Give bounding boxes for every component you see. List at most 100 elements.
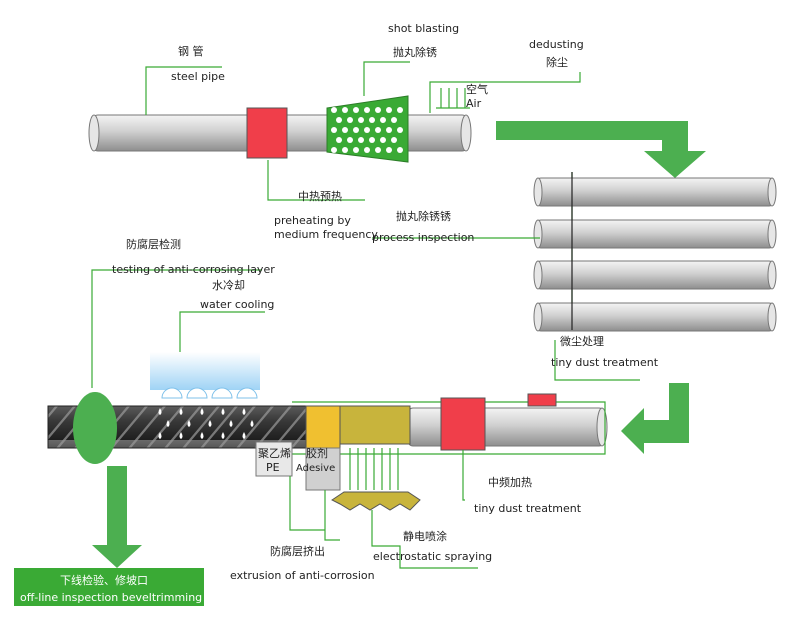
blast-dot (336, 137, 342, 143)
blast-dot (391, 137, 397, 143)
blast-dot (369, 117, 375, 123)
blast-dot (353, 127, 359, 133)
mid-frequency-heater (440, 397, 486, 451)
water-drop (158, 432, 162, 439)
shot-blasting-label-cn: 抛丸除锈 (393, 46, 437, 59)
offline-label-en: off-line inspection beveltrimming (20, 591, 203, 604)
inspection-ring (73, 392, 117, 464)
water-drop (158, 408, 162, 415)
blast-dot (391, 117, 397, 123)
blast-dot (386, 147, 392, 153)
blast-dot (353, 147, 359, 153)
stacked-pipe (533, 260, 777, 290)
blast-dot (331, 107, 337, 113)
anticorrosion-test-label-en: testing of anti-corrosing layer (112, 263, 275, 276)
air-arrows (436, 88, 470, 109)
blast-dot (397, 127, 403, 133)
water-drop (179, 432, 183, 439)
steel-pipe-label-cn: 钢 管 (178, 45, 204, 58)
process-inspection-label-en: process inspection (372, 231, 475, 244)
blast-dot (369, 137, 375, 143)
water-drop (200, 432, 204, 439)
pe-label-en: PE (266, 461, 280, 474)
adhesive-box (305, 447, 341, 491)
blast-dot (386, 127, 392, 133)
blast-dot (375, 147, 381, 153)
mid-frequency-label-cn: 中频加热 (488, 476, 532, 489)
blast-dot (347, 117, 353, 123)
blast-dot (342, 147, 348, 153)
adhesive-label-cn: 胶剂 (306, 447, 328, 460)
pe-box (255, 441, 293, 477)
water-cooling-label-cn: 水冷却 (212, 279, 245, 292)
stacked-pipe (533, 219, 777, 249)
spray-lines (349, 448, 399, 490)
blast-dot (364, 107, 370, 113)
steel-pipe-label-en: steel pipe (171, 70, 225, 83)
water-drop (179, 408, 183, 415)
shot-blasting-unit (326, 95, 409, 163)
anticorrosion-test-label-cn: 防腐层检测 (126, 238, 181, 251)
water-drop (242, 432, 246, 439)
blast-dot (375, 127, 381, 133)
blast-dot (397, 147, 403, 153)
adhesive-extruder (305, 405, 341, 449)
blast-dot (380, 117, 386, 123)
mid-frequency-label-en: tiny dust treatment (474, 502, 582, 515)
water-drop (250, 420, 254, 427)
water-cooling-spray (150, 352, 260, 439)
offline-inspection-box (14, 568, 204, 606)
pipe-stack (533, 177, 777, 332)
dedusting-label-cn: 除尘 (546, 56, 568, 69)
water-drop (221, 432, 225, 439)
blast-dot (375, 107, 381, 113)
blast-dot (353, 107, 359, 113)
bottom-steel-pipe (407, 407, 608, 447)
stacked-pipe (533, 302, 777, 332)
dedusting-label-en: dedusting (529, 38, 584, 51)
water-drop (208, 420, 212, 427)
water-drop (200, 408, 204, 415)
flow-arrow-top-right (496, 121, 706, 178)
adhesive-label-en: Adesive (296, 463, 336, 474)
preheat-coil (246, 107, 288, 159)
dust-marker (527, 393, 557, 407)
electrostatic-label-cn: 静电喷涂 (403, 530, 447, 543)
blast-dot (364, 147, 370, 153)
flow-arrow-down (92, 466, 142, 568)
water-cooling-label-en: water cooling (200, 298, 275, 311)
blast-dot (336, 117, 342, 123)
preheat-label-cn: 中热预热 (298, 190, 342, 203)
tiny-dust-label-en: tiny dust treatment (551, 356, 659, 369)
electrostatic-gun (331, 491, 421, 511)
preheat-label-en-2: medium frequency (274, 228, 378, 241)
blast-dot (364, 127, 370, 133)
water-drop (187, 420, 191, 427)
process-inspection-label-cn: 抛丸除锈锈 (396, 210, 451, 223)
powder-hood (339, 405, 411, 445)
air-label-cn: 空气 (466, 83, 488, 96)
pe-label-cn: 聚乙烯 (258, 447, 291, 460)
water-drop (242, 408, 246, 415)
offline-label-cn: 下线检验、修坡口 (60, 574, 148, 587)
blast-dot (358, 137, 364, 143)
blast-dot (342, 127, 348, 133)
blast-dot (358, 117, 364, 123)
tiny-dust-label-cn: 微尘处理 (560, 335, 604, 348)
blast-dot (347, 137, 353, 143)
flow-arrow-right (621, 383, 689, 454)
water-drop (229, 420, 233, 427)
shot-blasting-label-en: shot blasting (388, 22, 460, 35)
blast-dot (397, 107, 403, 113)
blast-dot (342, 107, 348, 113)
extrusion-label-en: extrusion of anti-corrosion (230, 569, 375, 582)
water-drop (166, 420, 170, 427)
blast-dot (386, 107, 392, 113)
preheat-label-en-1: preheating by (274, 214, 351, 227)
air-label-en: Air (466, 97, 482, 110)
blast-dot (380, 137, 386, 143)
extrusion-label-cn: 防腐层挤出 (270, 545, 325, 558)
stacked-pipe (533, 177, 777, 207)
